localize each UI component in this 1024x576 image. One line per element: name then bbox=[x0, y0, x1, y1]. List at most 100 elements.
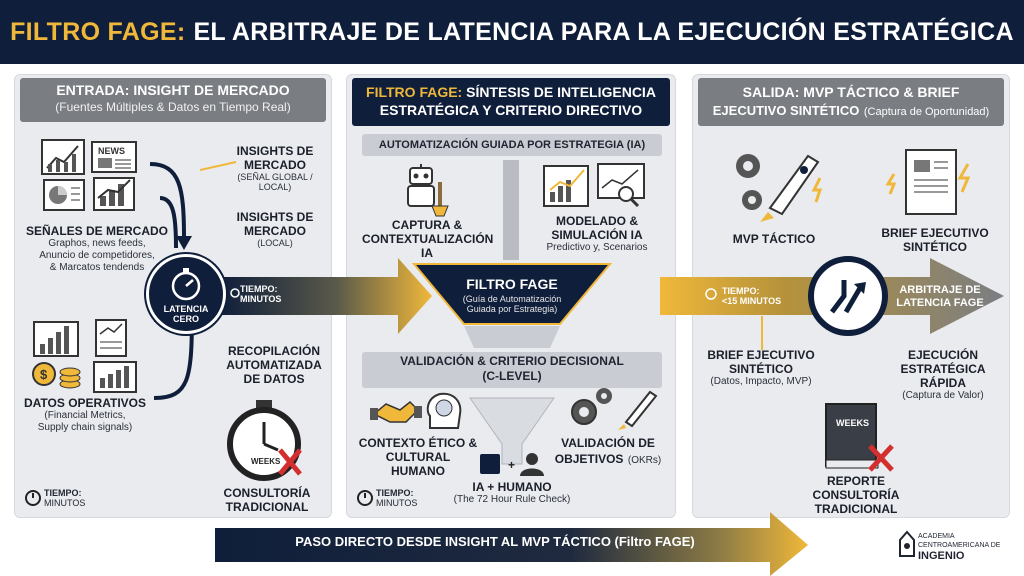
growth-chart-icon bbox=[33, 321, 79, 357]
report-block: REPORTE CONSULTORÍA TRADICIONAL bbox=[806, 474, 906, 516]
funnel-subtitle: (Guía de Automatización Guiada por Estra… bbox=[410, 294, 614, 314]
operations-data-desc-1: (Financial Metrics, bbox=[44, 410, 126, 421]
time-left-1: TIEMPO: bbox=[44, 488, 82, 498]
brief2-title-1: BRIEF EJECUTIVO bbox=[707, 348, 815, 362]
arbitrage-label-2: LATENCIA FAGE bbox=[896, 297, 984, 309]
automation-bar: AUTOMATIZACIÓN GUIADA POR ESTRATEGIA (IA… bbox=[362, 134, 662, 156]
time-label-left: TIEMPO: MINUTOS bbox=[44, 488, 114, 508]
report-title-2: CONSULTORÍA bbox=[812, 488, 900, 502]
left-panel-head-bg bbox=[20, 78, 326, 122]
page-title: FILTRO FAGE: EL ARBITRAJE DE LATENCIA PA… bbox=[0, 0, 1024, 64]
operations-data-icons: $ bbox=[32, 319, 137, 393]
time-left-2: MINUTOS bbox=[44, 498, 86, 508]
objectives-title-1: VALIDACIÓN DE bbox=[561, 436, 655, 450]
market-signals-block: SEÑALES DE MERCADO Graphos, news feeds, … bbox=[22, 224, 172, 274]
latency-zero-label: LATENCIA CERO bbox=[146, 304, 226, 324]
model-title-1: MODELADO & bbox=[556, 214, 638, 228]
validation-bar: VALIDACIÓN & CRITERIO DECISIONAL (C-LEVE… bbox=[362, 354, 662, 384]
objectives-block: VALIDACIÓN DE OBJETIVOS (OKRs) bbox=[548, 436, 668, 468]
capture-title-3: IA bbox=[421, 246, 433, 260]
ethics-block: CONTEXTO ÉTICO & CULTURAL HUMANO bbox=[358, 436, 478, 478]
right-time-1: TIEMPO: bbox=[722, 286, 760, 296]
brief-title-1: BRIEF EJECUTIVO bbox=[881, 226, 989, 240]
operations-data-block: DATOS OPERATIVOS (Financial Metrics, Sup… bbox=[20, 396, 150, 434]
arrow-time-left-2: MINUTOS bbox=[240, 294, 282, 304]
news-icon-label: NEWS bbox=[98, 146, 125, 156]
lightning-icon bbox=[811, 177, 823, 203]
mvp-block: MVP TÁCTICO bbox=[714, 232, 834, 246]
ethics-icons bbox=[370, 392, 462, 429]
footer-bar-label: PASO DIRECTO DESDE INSIGHT AL MVP TÁCTIC… bbox=[295, 534, 695, 549]
logo-line-3: INGENIO bbox=[918, 550, 965, 562]
time-center-1: TIEMPO: bbox=[376, 488, 414, 498]
person-icon bbox=[520, 453, 544, 476]
ai-chip-icon bbox=[480, 454, 500, 474]
logo-line-1: ACADEMIA bbox=[918, 533, 955, 540]
brief-title-2: SINTÉTICO bbox=[902, 240, 967, 254]
objectives-sub: (OKRs) bbox=[627, 455, 662, 466]
capture-title-2: CONTEXTUALIZACIÓN bbox=[362, 232, 494, 246]
model-sub: Predictivo y, Scenarios bbox=[546, 242, 648, 253]
rocket-icon bbox=[760, 154, 820, 222]
brief2-block: BRIEF EJECUTIVO SINTÉTICO (Datos, Impact… bbox=[702, 348, 820, 388]
insights-local-title-2: MERCADO bbox=[244, 224, 306, 238]
latency-label-1: LATENCIA bbox=[163, 304, 209, 314]
chart-icon bbox=[41, 139, 85, 175]
small-stopwatch-icon bbox=[230, 288, 240, 298]
ethics-title-1: CONTEXTO ÉTICO & bbox=[358, 436, 478, 450]
market-signals-icons: NEWS bbox=[41, 139, 137, 211]
traditional-stopwatch-icon: WEEKS bbox=[227, 400, 302, 481]
arrow-time-left-1: TIEMPO: bbox=[240, 284, 278, 294]
time-center-2: MINUTOS bbox=[376, 498, 418, 508]
report-icon bbox=[95, 319, 127, 357]
recop-title-2: AUTOMATIZADA bbox=[226, 358, 322, 372]
left-panel-subtitle: (Fuentes Múltiples & Datos en Tiempo Rea… bbox=[55, 100, 291, 114]
exec-title-3: RÁPIDA bbox=[919, 376, 966, 390]
ia-human-icons: + bbox=[480, 453, 544, 476]
report-title-3: TRADICIONAL bbox=[814, 502, 898, 516]
brief-block: BRIEF EJECUTIVO SINTÉTICO bbox=[872, 226, 998, 254]
exec-title-2: ESTRATÉGICA bbox=[900, 362, 986, 376]
validation-bar-bg bbox=[362, 352, 662, 388]
model-block: MODELADO & SIMULACIÓN IA Predictivo y, S… bbox=[532, 214, 662, 254]
report-title-1: REPORTE bbox=[826, 474, 885, 488]
rocket-icon bbox=[618, 390, 658, 430]
insights-local-block: INSIGHTS DE MERCADO (LOCAL) bbox=[226, 210, 324, 248]
arbitrage-circle bbox=[808, 256, 888, 336]
center-title-rest: SÍNTESIS DE INTELIGENCIA bbox=[466, 84, 656, 100]
latency-zero-circle bbox=[146, 254, 226, 334]
academy-logo-icon bbox=[899, 530, 915, 557]
stopwatch-icon bbox=[171, 268, 201, 301]
lightning-icon bbox=[957, 163, 971, 193]
time-icon-center bbox=[357, 490, 373, 506]
arrow-time-label-left: TIEMPO: MINUTOS bbox=[240, 284, 320, 304]
document-icon bbox=[905, 149, 957, 215]
fage-funnel bbox=[411, 263, 613, 465]
arbitrage-label-1: ARBITRAJE DE bbox=[899, 284, 981, 296]
insights-global-title-2: MERCADO bbox=[244, 158, 306, 172]
objectives-title-2: OBJETIVOS bbox=[554, 452, 624, 466]
right-panel-title: SALIDA: MVP TÁCTICO & BRIEF bbox=[742, 84, 960, 100]
insights-global-block: INSIGHTS DE MERCADO (SEÑAL GLOBAL / LOCA… bbox=[226, 144, 324, 192]
recopilacion-block: RECOPILACIÓN AUTOMATIZADA DE DATOS bbox=[222, 344, 326, 386]
title-brand: FILTRO FAGE: bbox=[10, 17, 186, 46]
report-book-icon: WEEKS bbox=[825, 403, 894, 472]
right-time-2: <15 MINUTOS bbox=[722, 296, 782, 306]
ia-human-title: IA + HUMANO bbox=[472, 480, 552, 494]
academy-logo-text: ACADEMIA CENTROAMERICANA DE INGENIO bbox=[918, 532, 1018, 562]
ia-human-sub: (The 72 Hour Rule Check) bbox=[453, 494, 571, 505]
mvp-icons bbox=[736, 154, 823, 222]
arrow-left-to-center bbox=[220, 258, 432, 334]
traditional-consulting-block: CONSULTORÍA TRADICIONAL bbox=[212, 486, 322, 514]
center-panel-title-2: ESTRATÉGICA Y CRITERIO DIRECTIVO bbox=[379, 102, 643, 118]
center-down-shaft bbox=[503, 160, 519, 260]
funnel-sub-2: Guiada por Estrategia) bbox=[466, 304, 558, 314]
market-signals-desc-1: Graphos, news feeds, bbox=[48, 238, 146, 249]
consult-title-1: CONSULTORÍA bbox=[223, 486, 311, 500]
split-arrows-icon bbox=[830, 280, 866, 314]
gears-icon bbox=[571, 388, 612, 425]
right-title-bold: EJECUTIVO SINTÉTICO bbox=[712, 103, 860, 118]
title-text: EL ARBITRAJE DE LATENCIA PARA LA EJECUCI… bbox=[193, 17, 1014, 46]
svg-text:+: + bbox=[508, 458, 515, 472]
